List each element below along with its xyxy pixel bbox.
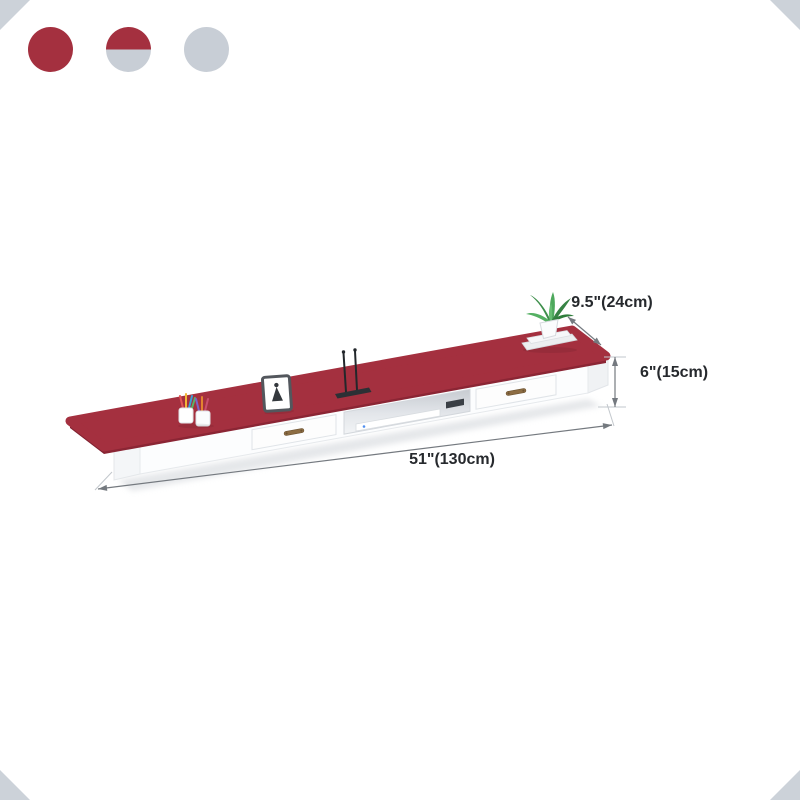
width-label: 51"(130cm) xyxy=(409,451,495,468)
color-swatches xyxy=(28,27,229,72)
console-shadow xyxy=(118,399,601,491)
dimension-annotations: 51"(130cm) 6"(15cm) 9.5"(24cm) xyxy=(94,294,708,491)
potted-plant xyxy=(526,292,574,340)
color-swatch-gray[interactable] xyxy=(184,27,229,72)
drawer-left xyxy=(251,414,337,451)
corner-triangle xyxy=(0,0,30,30)
drawer-left-handle xyxy=(283,428,305,436)
picture-frame xyxy=(260,374,295,415)
router-led xyxy=(362,425,366,428)
console-body xyxy=(113,354,609,481)
swatch-fill xyxy=(184,27,229,72)
swatch-circle-red-gray xyxy=(106,27,151,72)
depth-label: 9.5"(24cm) xyxy=(571,294,652,311)
color-swatch-red[interactable] xyxy=(28,27,73,72)
pencil-cups xyxy=(178,393,214,429)
remote-control xyxy=(335,387,372,399)
color-swatch-red-gray[interactable] xyxy=(106,27,151,72)
books-and-plant xyxy=(521,292,578,353)
dimension-height: 6"(15cm) xyxy=(598,356,708,408)
corner-triangle xyxy=(770,770,800,800)
swatch-top-half xyxy=(106,27,151,50)
corner-triangle xyxy=(0,770,30,800)
swatch-circle-gray xyxy=(184,27,229,72)
media-box xyxy=(446,398,464,409)
height-label: 6"(15cm) xyxy=(640,364,708,381)
corner-triangle xyxy=(770,0,800,30)
swatch-circle-red xyxy=(28,27,73,72)
open-shelf xyxy=(343,388,471,435)
media-router xyxy=(355,408,441,432)
swatch-bottom-half xyxy=(106,49,151,72)
plant-pot xyxy=(539,318,559,340)
corner-decoration-bottom-right xyxy=(770,770,800,800)
drawer-right xyxy=(475,374,557,410)
antenna-and-remote xyxy=(335,348,372,399)
dimension-width: 51"(130cm) xyxy=(94,403,615,491)
corner-decoration-bottom-left xyxy=(0,770,30,800)
corner-decoration-top-right xyxy=(770,0,800,30)
dimension-depth: 9.5"(24cm) xyxy=(567,294,653,346)
swatch-fill xyxy=(28,27,73,72)
drawer-right-handle xyxy=(505,388,527,396)
corner-decoration-top-left xyxy=(0,0,30,30)
